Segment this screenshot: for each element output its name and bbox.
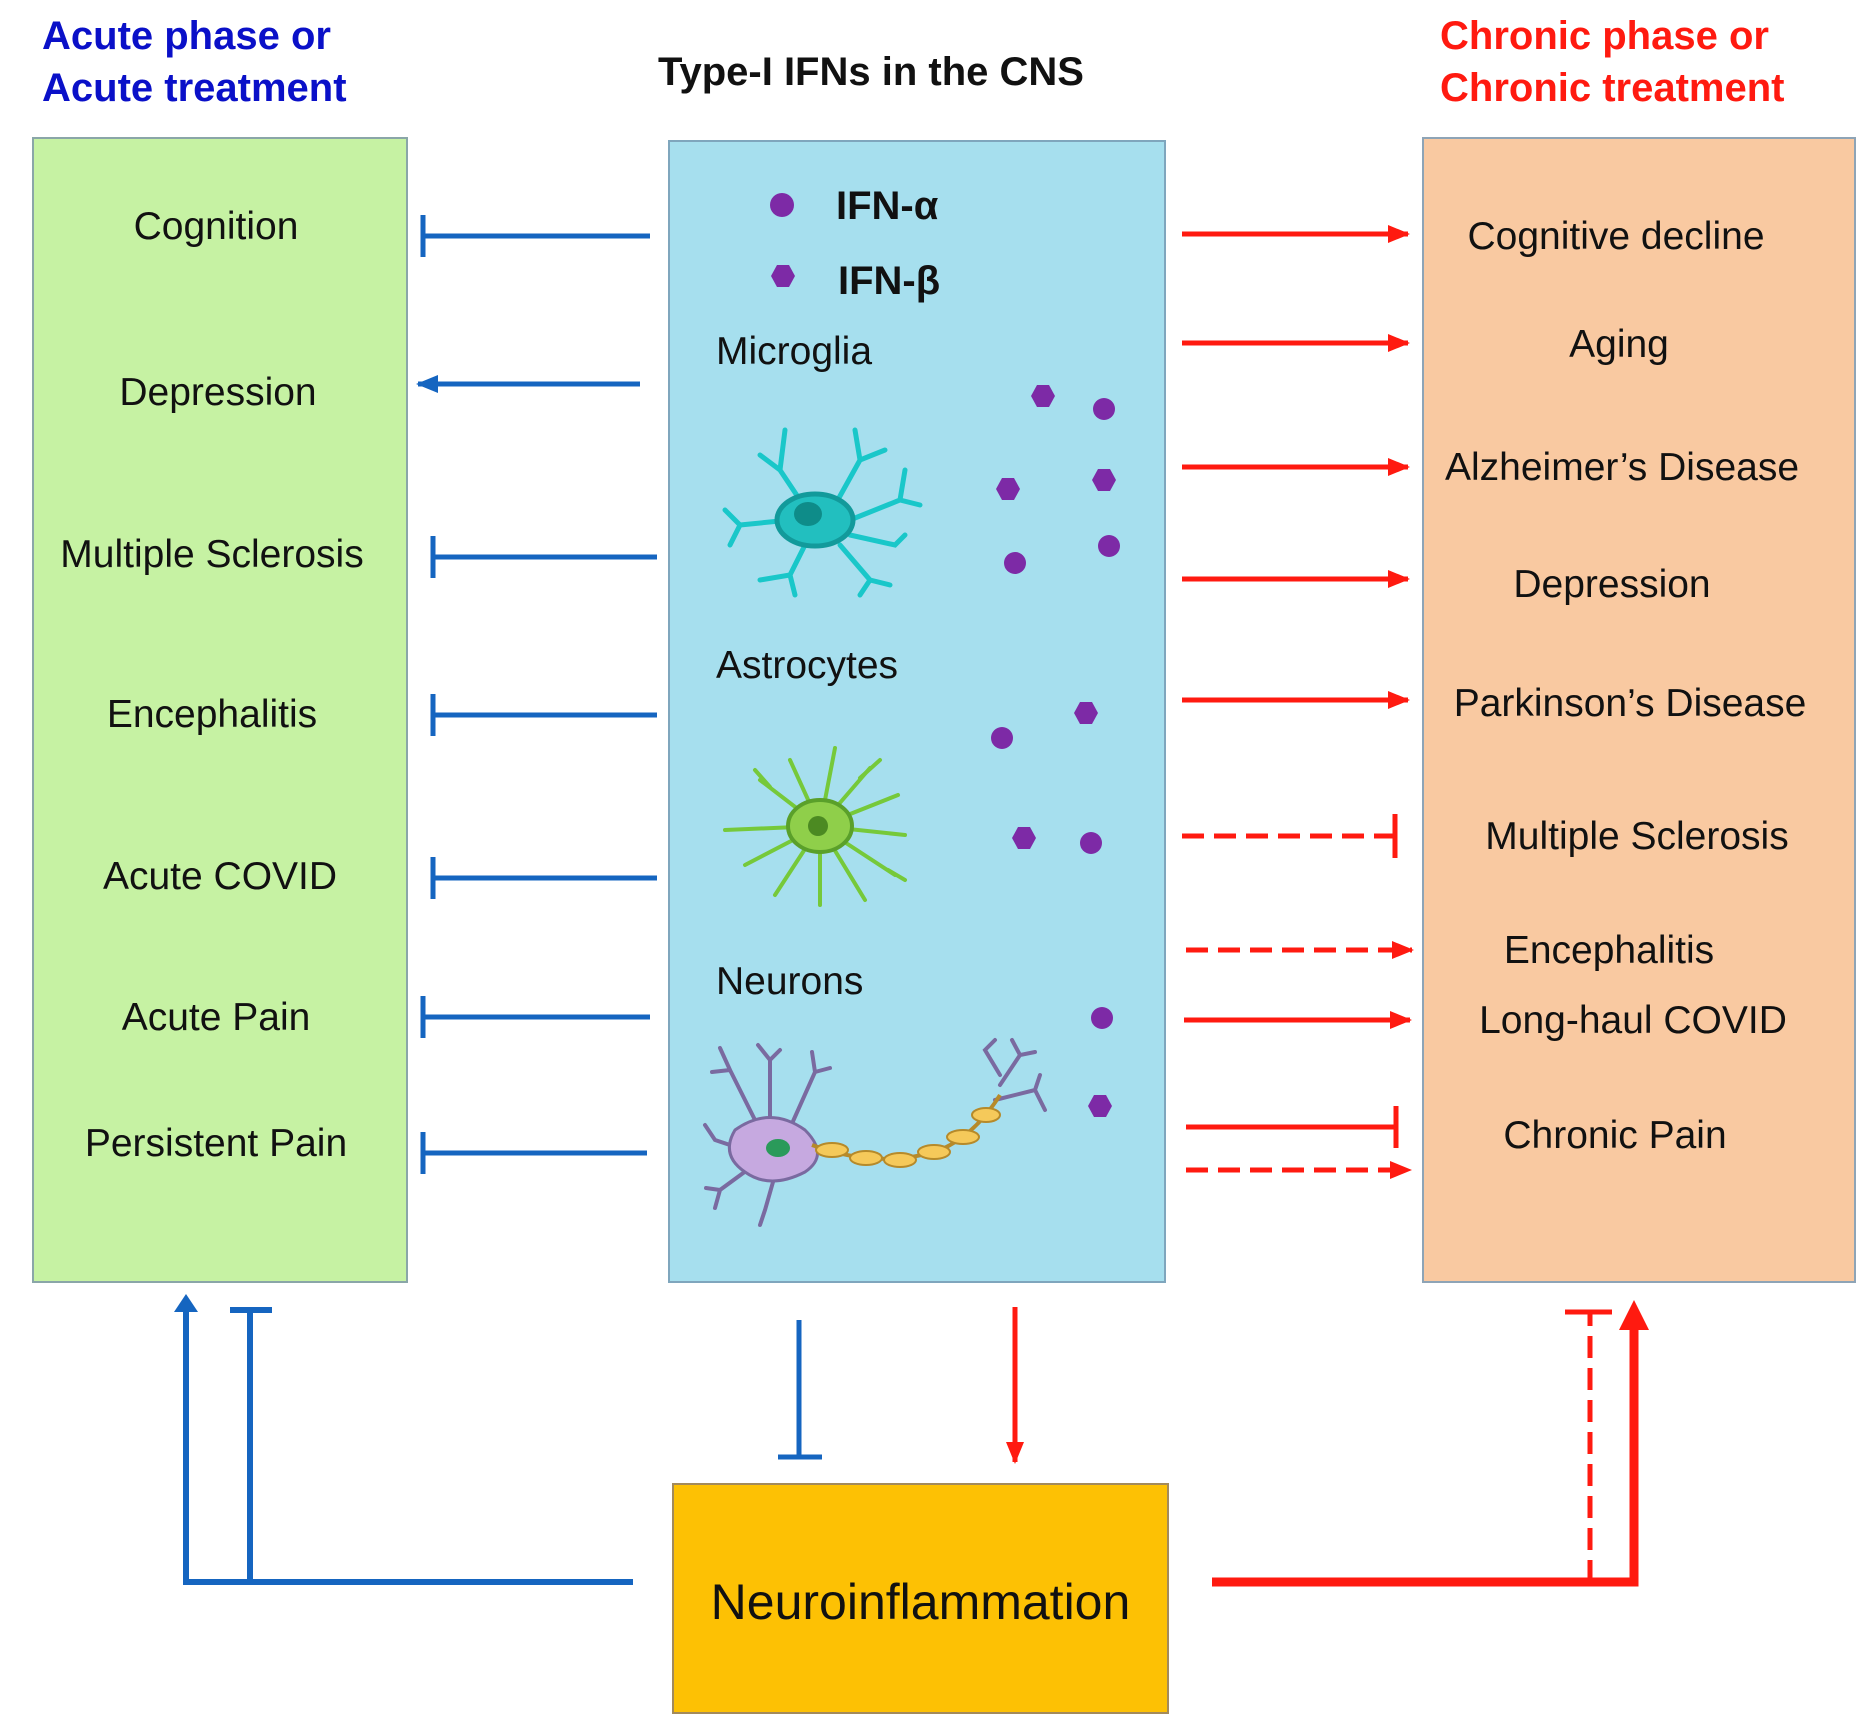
neuron-cell-illustration [703,1038,1047,1227]
acute-item-multiple-sclerosis: Multiple Sclerosis [60,533,364,576]
microglia-cell-illustration [722,427,923,598]
ifn-beta-marker [1088,1095,1112,1117]
ifn-alpha-marker [1004,552,1026,574]
chronic-item-alzheimers: Alzheimer’s Disease [1444,446,1800,489]
chronic-item-aging: Aging [1569,323,1669,366]
acute-item-encephalitis: Encephalitis [106,693,318,736]
ifn-alpha-marker [991,727,1013,749]
inhibit-acute-covid [430,857,657,899]
acute-item-persistent-pain: Persistent Pain [84,1122,348,1165]
chronic-phase-title: Chronic phase or Chronic treatment [1440,10,1785,114]
inhibit-cognition [420,215,650,257]
chronic-item-chronic-pain: Chronic Pain [1503,1114,1727,1157]
ifn-beta-marker [996,478,1020,500]
inhibit-neuroinflammation [778,1320,822,1460]
chronic-item-cognitive-decline: Cognitive decline [1467,215,1765,258]
chronic-title-line1: Chronic phase or [1440,14,1769,58]
ifn-alpha-legend-marker [770,193,794,217]
chronic-item-encephalitis: Encephalitis [1503,929,1715,972]
inhibit-persistent-pain [420,1132,647,1174]
acute-outcomes-box: Cognition Depression Multiple Sclerosis … [32,137,408,1283]
inhibit-encephalitis [430,694,657,736]
inhibit-multiple-sclerosis-dashed [1182,814,1398,858]
inhibit-multiple-sclerosis [430,536,657,578]
neuroinflammation-box: Neuroinflammation [672,1483,1169,1714]
acute-connectors [416,215,657,1174]
center-title: Type-I IFNs in the CNS [658,50,1084,94]
acute-phase-title: Acute phase or Acute treatment [42,10,347,114]
ifn-beta-marker [1092,469,1116,491]
ifn-beta-marker [1031,385,1055,407]
neurons-label: Neurons [716,960,864,1003]
acute-item-acute-covid: Acute COVID [102,855,338,898]
ifn-alpha-legend-label: IFN-α [836,184,939,228]
chronic-item-depression: Depression [1513,563,1711,606]
neuroinflammation-feedback-chronic [1212,1300,1649,1587]
center-to-neuroinflammation [778,1307,1024,1464]
microglia-label: Microglia [716,330,873,373]
ifn-beta-marker [1074,702,1098,724]
acute-title-line1: Acute phase or [42,14,331,58]
ifn-alpha-marker [1098,535,1120,557]
acute-item-acute-pain: Acute Pain [121,996,311,1039]
chronic-title-line2: Chronic treatment [1440,66,1785,110]
inhibit-chronic-pain [1186,1106,1399,1148]
chronic-outcomes-box: Cognitive decline Aging Alzheimer’s Dise… [1422,137,1856,1283]
chronic-item-multiple-sclerosis: Multiple Sclerosis [1485,815,1789,858]
ifn-beta-marker [1012,827,1036,849]
neuroinflammation-feedback-acute [174,1294,633,1585]
acute-item-depression: Depression [119,371,317,414]
ifn-alpha-marker [1080,832,1102,854]
acute-title-line2: Acute treatment [42,66,347,110]
chronic-item-long-haul-covid: Long-haul COVID [1479,999,1787,1042]
ifn-molecules [991,385,1120,1117]
ifn-alpha-marker [1091,1007,1113,1029]
ifn-beta-legend-marker [771,265,795,287]
astrocyte-cell-illustration [723,746,907,907]
inhibit-acute-pain [420,996,650,1038]
acute-item-cognition: Cognition [133,205,299,248]
chronic-connectors [1182,225,1414,1179]
neuroinflammation-label: Neuroinflammation [710,1574,1131,1630]
ifn-alpha-marker [1093,398,1115,420]
ifn-beta-legend-label: IFN-β [838,259,941,303]
chronic-item-parkinsons: Parkinson’s Disease [1453,682,1807,725]
astrocytes-label: Astrocytes [716,644,899,687]
